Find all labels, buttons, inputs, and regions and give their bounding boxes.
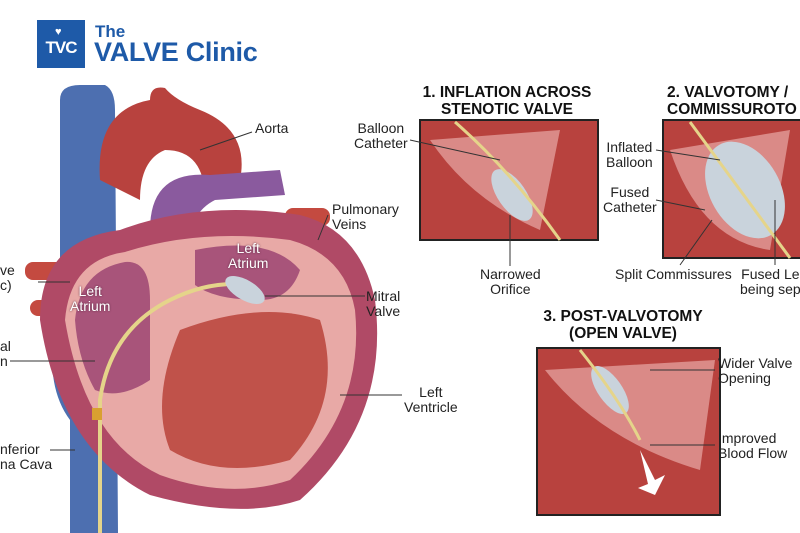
title-line: 3. POST-VALVOTOMY	[543, 308, 703, 325]
balloon	[225, 276, 265, 304]
label-split-commissures: Split Commissures	[615, 266, 732, 282]
title-line: 2. VALVOTOMY /	[667, 84, 789, 101]
label-cut-2: al n	[0, 339, 11, 369]
septal-marker	[92, 408, 102, 420]
label-aorta: Aorta	[255, 120, 289, 136]
label-line: Narrowed	[480, 266, 541, 282]
label-line: nferior	[0, 441, 40, 457]
label-balloon-catheter: Balloon Catheter	[354, 121, 408, 151]
label-cut-1: ve c)	[0, 263, 15, 293]
title-line: STENOTIC VALVE	[440, 101, 574, 118]
label-narrowed-orifice: Narrowed Orifice	[480, 267, 541, 297]
label-line: Valve	[366, 303, 401, 319]
heart-icon: ♥	[55, 26, 61, 38]
label-line: Left	[236, 240, 260, 256]
label-line: Ventricle	[404, 399, 458, 415]
label-left-atrium-inner: Left Atrium	[228, 241, 268, 271]
label-line: Balloon	[606, 154, 653, 170]
panel-2-title: 2. VALVOTOMY / COMMISSUROTO	[667, 84, 797, 118]
label-line: Opening	[718, 370, 771, 386]
logo-mark: ♥ TVC	[37, 20, 85, 68]
label-inflated-balloon: Inflated Balloon	[606, 140, 653, 170]
label-pulmonary-veins: Pulmonary Veins	[332, 202, 399, 232]
label-line: Fused Le	[741, 266, 800, 282]
label-fused-catheter: Fused Catheter	[603, 185, 657, 215]
label-line: Veins	[332, 216, 367, 232]
label-line: Catheter	[603, 199, 657, 215]
label-mitral-valve: Mitral Valve	[366, 289, 400, 319]
leader-lines	[10, 131, 776, 451]
label-line: al	[0, 338, 11, 354]
panel-3-title: 3. POST-VALVOTOMY (OPEN VALVE)	[528, 308, 718, 342]
left-ventricle-chamber	[162, 312, 328, 468]
label-line: Left	[419, 384, 443, 400]
label-left-ventricle: Left Ventricle	[404, 385, 458, 415]
logo-line1: The	[95, 22, 126, 41]
label-line: Improved	[718, 430, 777, 446]
title-line: (OPEN VALVE)	[569, 325, 677, 342]
label-improved-blood-flow: Improved Blood Flow	[718, 431, 787, 461]
label-line: n	[0, 353, 8, 369]
label-fused-leaflets: Fused Le being sep	[740, 267, 800, 297]
label-line: Inflated	[606, 139, 653, 155]
blood-flow-arrow	[638, 450, 665, 495]
label-line: Orifice	[490, 281, 531, 297]
label-line: Left	[78, 283, 102, 299]
logo-line2: VALVE Clinic	[94, 37, 258, 67]
label-line: Balloon	[357, 120, 405, 136]
catheter	[98, 282, 251, 533]
label-line: Pulmonary	[332, 201, 399, 217]
label-left-atrium-outer: Left Atrium	[70, 284, 110, 314]
label-line: being sep	[740, 281, 800, 297]
label-inferior-vena-cava: nferior na Cava	[0, 442, 52, 472]
logo-mark-text: TVC	[45, 38, 78, 57]
label-wider-valve-opening: Wider Valve Opening	[718, 356, 792, 386]
label-line: Catheter	[354, 135, 408, 151]
left-atrium-chamber-outer	[75, 261, 150, 394]
label-line: Mitral	[366, 288, 401, 304]
label-line: Fused	[610, 184, 650, 200]
title-line: COMMISSUROTO	[667, 101, 797, 118]
label-line: Wider Valve	[718, 355, 793, 371]
label-line: ve	[0, 262, 15, 278]
panel-1-title: 1. INFLATION ACROSS STENOTIC VALVE	[412, 84, 602, 118]
title-line: 1. INFLATION ACROSS	[422, 84, 592, 101]
label-line: Atrium	[70, 298, 111, 314]
label-line: na Cava	[0, 456, 53, 472]
label-line: Blood Flow	[718, 445, 788, 461]
aorta	[99, 87, 242, 200]
label-line: c)	[0, 277, 12, 293]
label-line: Atrium	[228, 255, 269, 271]
